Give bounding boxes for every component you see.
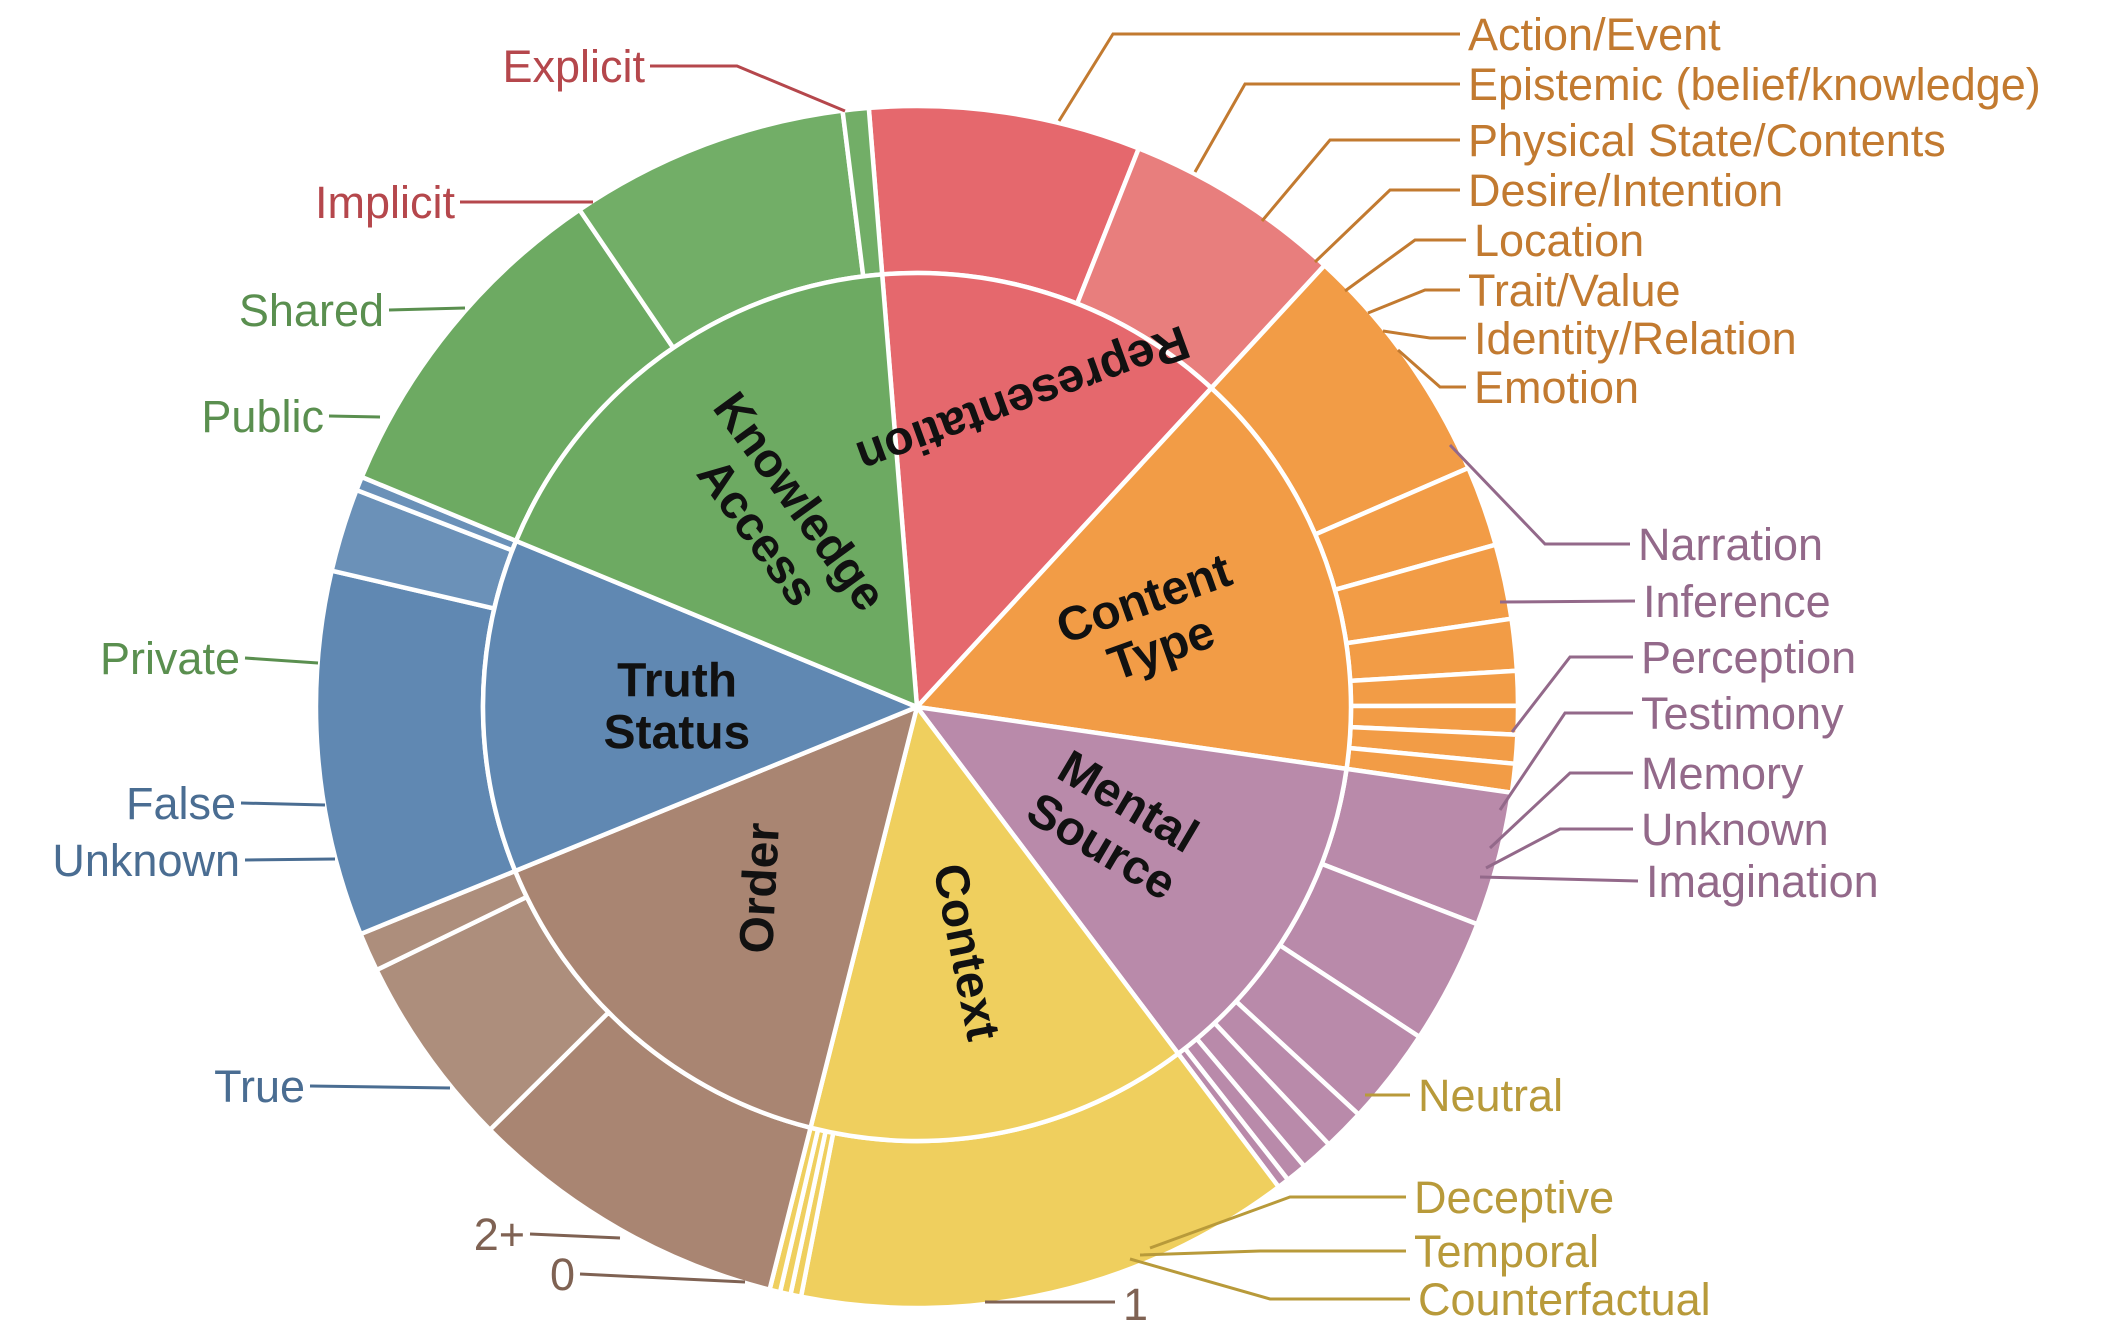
wedge-representation — [879, 270, 1214, 710]
label-context-counterfactual: Counterfactual — [1418, 1274, 1711, 1325]
leader-lines — [240, 32, 1639, 1304]
label-content-type-desire-intention: Desire/Intention — [1468, 165, 1783, 216]
wedge-truth-status — [480, 538, 920, 874]
leader-knowledge-access-public — [328, 414, 381, 419]
label-representation-implicit: Implicit — [315, 177, 456, 228]
label-truth-status-unknown: Unknown — [52, 835, 240, 886]
label-content-type-physical-state-contents: Physical State/Contents — [1468, 115, 1946, 166]
leader-mental-source-imagination — [1479, 875, 1639, 883]
label-knowledge-access-private: Private — [100, 633, 240, 684]
label-context-deceptive: Deceptive — [1414, 1172, 1614, 1223]
label-representation-explicit: Explicit — [502, 41, 645, 92]
label-order-1: 1 — [1123, 1279, 1148, 1330]
wedge-order — [512, 704, 920, 1130]
label-content-type-identity-relation: Identity/Relation — [1474, 313, 1797, 364]
leader-context-deceptive — [1149, 1195, 1406, 1250]
label-knowledge-access-shared: Shared — [239, 285, 384, 336]
leader-mental-source-inference — [1499, 599, 1636, 604]
label-truth-status-true: True — [214, 1061, 305, 1112]
label-order-2: 2+ — [474, 1209, 525, 1260]
leader-knowledge-access-private — [244, 656, 319, 665]
label-order-0: 0 — [550, 1249, 575, 1300]
label-mental-source-unknown: Unknown — [1641, 804, 1829, 855]
label-content-type-trait-value: Trait/Value — [1468, 265, 1681, 316]
leader-knowledge-access-shared — [388, 306, 466, 312]
leader-context-counterfactual — [1129, 1257, 1410, 1301]
leader-content-type-emotion — [1397, 348, 1466, 389]
leader-content-type-trait-value — [1367, 288, 1460, 315]
leader-context-temporal — [1139, 1249, 1406, 1257]
label-mental-source-inference: Inference — [1643, 576, 1831, 627]
wedge-mental-source — [914, 704, 1349, 1056]
label-context-temporal: Temporal — [1414, 1226, 1599, 1277]
label-knowledge-access-public: Public — [201, 391, 324, 442]
leader-truth-status-false — [240, 801, 326, 807]
leader-content-type-epistemic-belief-knowledge — [1193, 82, 1460, 173]
leader-truth-status-unknown — [244, 857, 336, 862]
label-mental-source-testimony: Testimony — [1641, 688, 1844, 739]
label-mental-source-memory: Memory — [1641, 748, 1804, 799]
label-mental-source-narration: Narration — [1638, 519, 1823, 570]
leader-order-0 — [579, 1272, 746, 1284]
label-content-type-action-event: Action/Event — [1468, 9, 1721, 60]
wedge-knowledge-access — [513, 272, 920, 710]
leader-mental-source-testimony — [1498, 711, 1633, 811]
leader-content-type-location — [1344, 238, 1466, 293]
wedge-context — [808, 704, 1181, 1144]
leader-mental-source-memory — [1488, 771, 1633, 850]
label-mental-source-perception: Perception — [1641, 632, 1856, 683]
label-truth-status-false: False — [126, 778, 236, 829]
category-label-order: Order — [730, 821, 790, 954]
leader-content-type-identity-relation — [1382, 329, 1466, 340]
inner-ring — [480, 270, 1354, 1144]
label-mental-source-imagination: Imagination — [1646, 856, 1879, 907]
wedge-content-type — [914, 385, 1354, 772]
leader-mental-source-perception — [1510, 655, 1633, 733]
leader-truth-status-true — [309, 1084, 451, 1090]
leader-mental-source-narration — [1448, 443, 1630, 546]
leader-content-type-physical-state-contents — [1260, 138, 1460, 222]
leader-content-type-action-event — [1057, 32, 1460, 122]
leader-order-2 — [529, 1232, 621, 1240]
leader-mental-source-unknown — [1485, 827, 1633, 870]
label-content-type-epistemic-belief-knowledge: Epistemic (belief/knowledge) — [1468, 59, 2041, 110]
label-content-type-emotion: Emotion — [1474, 362, 1639, 413]
label-context-neutral: Neutral — [1418, 1070, 1563, 1121]
label-content-type-location: Location — [1474, 215, 1644, 266]
leader-representation-explicit — [650, 64, 846, 113]
leader-content-type-desire-intention — [1313, 188, 1460, 264]
